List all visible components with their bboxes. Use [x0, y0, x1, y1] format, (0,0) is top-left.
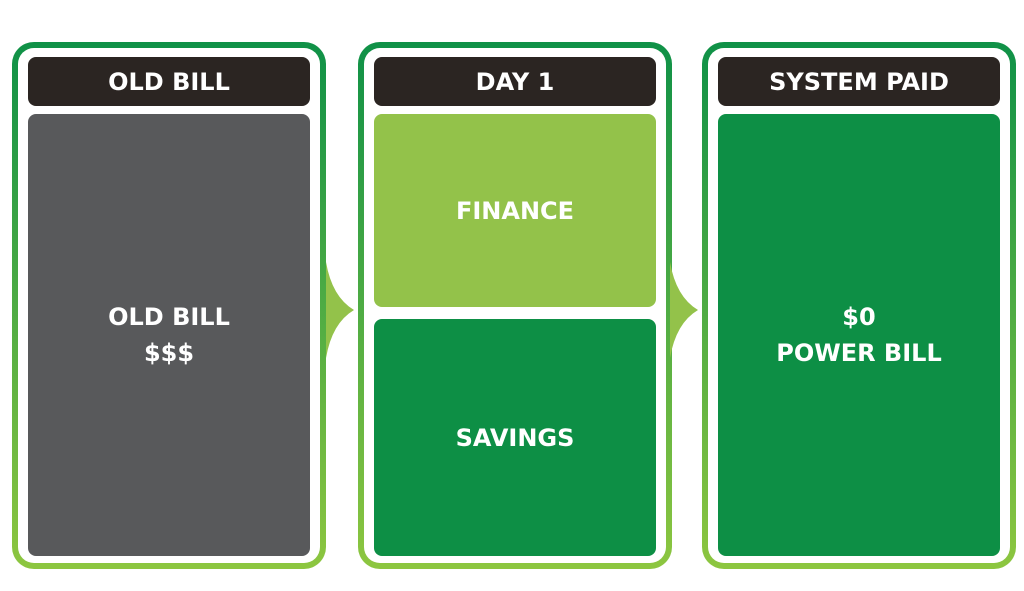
panel-old-bill: OLD BILL OLD BILL $$$: [12, 42, 326, 569]
finance-box: FINANCE: [374, 114, 656, 307]
box-label: OLD BILL: [108, 303, 230, 331]
arrow-right-icon: [670, 262, 698, 358]
old-bill-box: OLD BILL $$$: [28, 114, 310, 556]
savings-box: SAVINGS: [374, 319, 656, 556]
panel-day-1: DAY 1 FINANCE SAVINGS: [358, 42, 672, 569]
panel-header: DAY 1: [374, 57, 656, 106]
panel-system-paid: SYSTEM PAID $0 POWER BILL: [702, 42, 1016, 569]
panel-header: OLD BILL: [28, 57, 310, 106]
box-label: FINANCE: [455, 196, 575, 225]
box-label: POWER BILL: [776, 339, 942, 367]
panel-header: SYSTEM PAID: [718, 57, 1000, 106]
box-label: SAVINGS: [455, 423, 575, 452]
box-amount: $0: [842, 303, 876, 331]
box-amount: $$$: [143, 339, 195, 367]
system-paid-box: $0 POWER BILL: [718, 114, 1000, 556]
arrow-right-icon: [326, 262, 354, 358]
